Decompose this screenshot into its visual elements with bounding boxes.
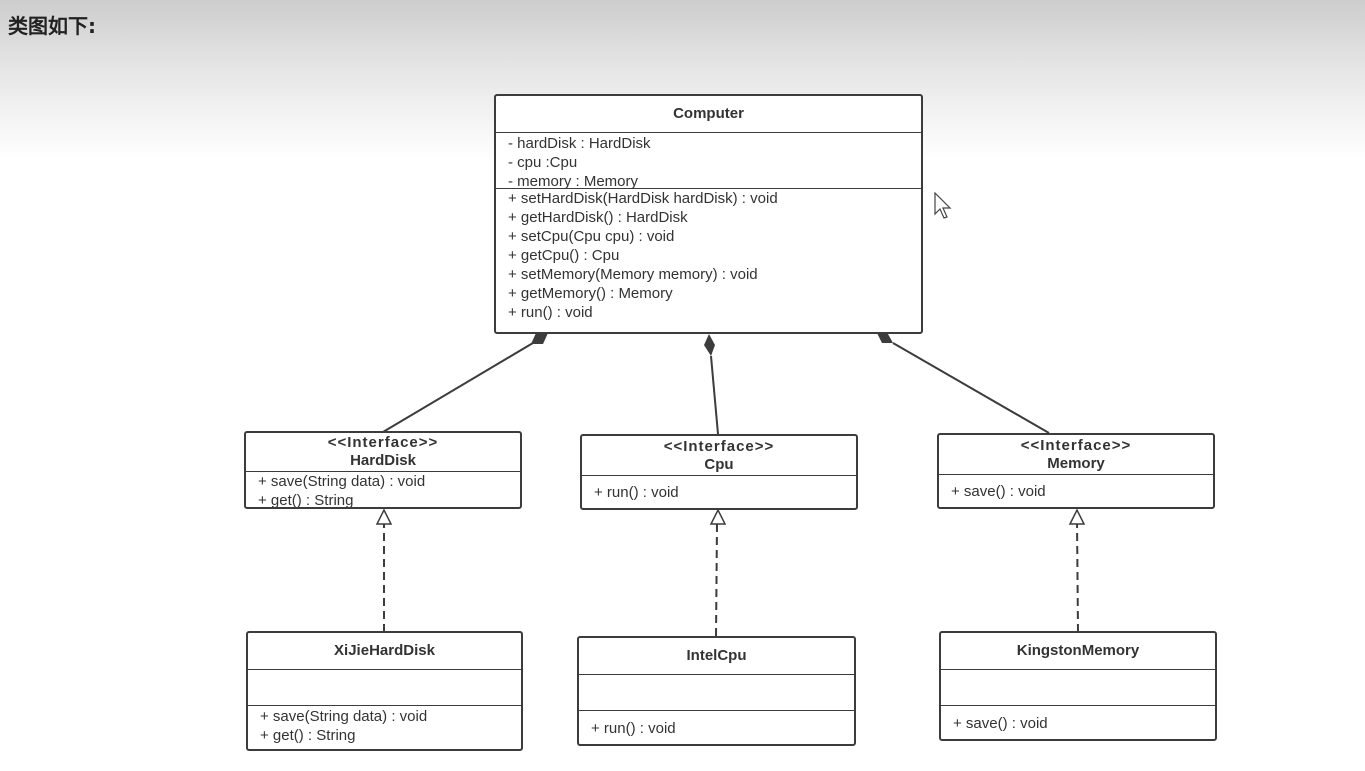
interface-cpu-methods: + run() : void bbox=[582, 476, 856, 502]
class-xijieharddisk[interactable]: XiJieHardDisk + save(String data) : void… bbox=[246, 631, 523, 751]
class-intelcpu-title: IntelCpu bbox=[579, 638, 854, 675]
class-intelcpu[interactable]: IntelCpu + run() : void bbox=[577, 636, 856, 746]
method-save: + save() : void bbox=[951, 483, 1046, 500]
class-intelcpu-methods: + run() : void bbox=[579, 711, 854, 738]
interface-harddisk-title: <<Interface>> HardDisk bbox=[246, 433, 520, 472]
method-run: + run() : void bbox=[591, 720, 676, 737]
method-save: + save(String data) : void bbox=[260, 708, 428, 725]
realization-arrow-kingston bbox=[1068, 508, 1086, 525]
method-get: + get() : String bbox=[260, 727, 356, 744]
attribute-cpu: - cpu :Cpu bbox=[508, 154, 578, 171]
realization-line-intel bbox=[715, 523, 718, 638]
page-heading: 类图如下: bbox=[8, 14, 96, 38]
composition-line-harddisk bbox=[382, 339, 539, 433]
method-save: + save(String data) : void bbox=[258, 473, 426, 490]
class-computer[interactable]: Computer - hardDisk : HardDisk - cpu :Cp… bbox=[494, 94, 923, 334]
method-getmemory: + getMemory() : Memory bbox=[508, 285, 673, 302]
class-computer-title: Computer bbox=[496, 96, 921, 133]
interface-memory-methods: + save() : void bbox=[939, 475, 1213, 501]
method-get: + get() : String bbox=[258, 492, 354, 509]
method-getcpu: + getCpu() : Cpu bbox=[508, 247, 620, 264]
interface-name: HardDisk bbox=[350, 452, 416, 469]
composition-diamond-harddisk bbox=[531, 333, 548, 344]
mouse-cursor-icon bbox=[934, 192, 952, 219]
method-setmemory: + setMemory(Memory memory) : void bbox=[508, 266, 758, 283]
class-intelcpu-attributes bbox=[579, 675, 854, 711]
method-run: + run() : void bbox=[508, 304, 593, 321]
interface-harddisk-methods: + save(String data) : void + get() : Str… bbox=[246, 472, 520, 509]
class-kingstonmemory-methods: + save() : void bbox=[941, 706, 1215, 733]
method-setcpu: + setCpu(Cpu cpu) : void bbox=[508, 228, 675, 245]
class-kingstonmemory[interactable]: KingstonMemory + save() : void bbox=[939, 631, 1217, 741]
method-run: + run() : void bbox=[594, 484, 679, 501]
realization-arrow-xijie bbox=[375, 508, 393, 525]
class-kingstonmemory-title: KingstonMemory bbox=[941, 633, 1215, 670]
stereotype-label: <<Interface>> bbox=[663, 437, 775, 455]
realization-line-kingston bbox=[1076, 519, 1079, 633]
class-xijieharddisk-title: XiJieHardDisk bbox=[248, 633, 521, 670]
method-sethardisk: + setHardDisk(HardDisk hardDisk) : void bbox=[508, 190, 778, 207]
composition-diamond-memory bbox=[877, 333, 893, 343]
interface-name: Memory bbox=[1047, 454, 1105, 472]
class-computer-attributes: - hardDisk : HardDisk - cpu :Cpu - memor… bbox=[496, 133, 921, 190]
interface-harddisk[interactable]: <<Interface>> HardDisk + save(String dat… bbox=[244, 431, 522, 509]
interface-cpu[interactable]: <<Interface>> Cpu + run() : void bbox=[580, 434, 858, 510]
stereotype-label: <<Interface>> bbox=[1020, 436, 1132, 454]
class-xijieharddisk-attributes bbox=[248, 670, 521, 706]
composition-line-memory bbox=[892, 342, 1050, 434]
class-kingstonmemory-attributes bbox=[941, 670, 1215, 706]
attribute-memory: - memory : Memory bbox=[508, 173, 639, 190]
composition-diamond-cpu bbox=[704, 334, 715, 356]
composition-line-cpu bbox=[710, 355, 719, 435]
class-computer-methods: + setHardDisk(HardDisk hardDisk) : void … bbox=[496, 189, 921, 322]
interface-name: Cpu bbox=[704, 455, 734, 473]
attribute-harddisk: - hardDisk : HardDisk bbox=[508, 135, 651, 152]
interface-memory[interactable]: <<Interface>> Memory + save() : void bbox=[937, 433, 1215, 509]
method-save: + save() : void bbox=[953, 715, 1048, 732]
realization-arrow-intel bbox=[709, 508, 727, 525]
interface-cpu-title: <<Interface>> Cpu bbox=[582, 436, 856, 476]
class-xijieharddisk-methods: + save(String data) : void + get() : Str… bbox=[248, 706, 521, 745]
interface-memory-title: <<Interface>> Memory bbox=[939, 435, 1213, 475]
stereotype-label: <<Interface>> bbox=[327, 434, 439, 451]
method-getharddisk: + getHardDisk() : HardDisk bbox=[508, 209, 688, 226]
